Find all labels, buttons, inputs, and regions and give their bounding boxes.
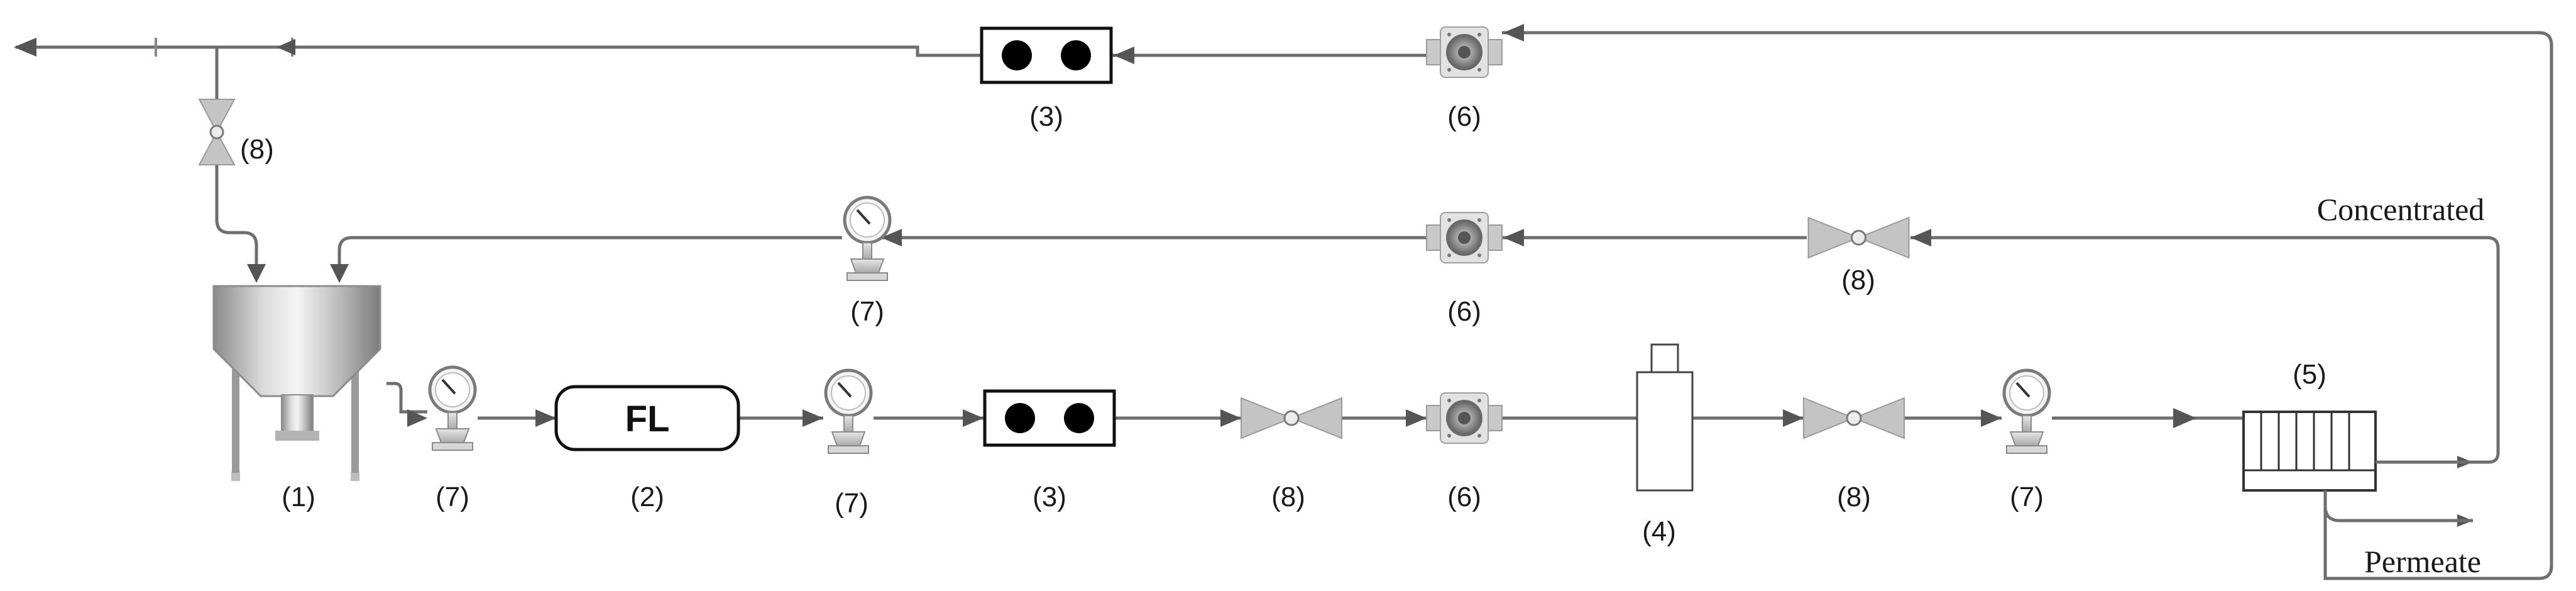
pressure-gauge-icon <box>826 370 871 453</box>
label-gauge-1: (7) <box>436 482 469 512</box>
arrow-b-5 <box>1220 409 1241 427</box>
label-column: (4) <box>1642 516 1676 547</box>
column-icon <box>1636 343 1694 492</box>
arrow-top-tick <box>277 39 295 55</box>
pump-icon <box>985 391 1114 445</box>
arrow-top-into-pump <box>1114 47 1134 64</box>
pipe-permeate-return <box>2323 31 2553 580</box>
label-pump-top: (3) <box>1029 101 1063 132</box>
pump-icon <box>982 28 1111 82</box>
label-gauge-2: (7) <box>835 488 869 519</box>
pipe-top-step <box>911 45 980 57</box>
filter-unit: FL <box>554 385 740 451</box>
label-permeate: Permeate <box>2364 544 2481 579</box>
label-flowmeter-mid: (6) <box>1447 296 1481 327</box>
pipe-concentrated-return <box>1910 236 2500 464</box>
label-membrane: (5) <box>2293 359 2327 390</box>
needle-valve-icon <box>1240 397 1343 439</box>
label-filter-unit: (2) <box>630 482 664 512</box>
arrow-b-4 <box>963 409 984 427</box>
label-valve-b1: (8) <box>1271 482 1305 512</box>
pressure-gauge-icon <box>430 367 475 450</box>
arrow-b-8 <box>1981 409 2002 427</box>
label-concentrated: Concentrated <box>2317 192 2485 227</box>
arrow-b-7 <box>1783 409 1804 427</box>
flowmeter-icon <box>1426 392 1503 444</box>
flowmeter-icon <box>1426 212 1503 263</box>
arrow-b-2 <box>535 409 556 427</box>
arrow-b-3 <box>803 409 823 427</box>
needle-valve-icon <box>198 99 236 165</box>
arrow-mid-down <box>330 264 349 283</box>
label-valve-mid: (8) <box>1841 265 1875 296</box>
pressure-gauge-icon <box>2004 370 2049 453</box>
arrow-branch-down <box>247 264 266 283</box>
label-valve-b2: (8) <box>1837 482 1871 512</box>
arrow-mid-into-gauge <box>881 229 902 246</box>
arrow-mid-into-valve <box>1910 229 1931 246</box>
label-flowmeter-bottom: (6) <box>1447 482 1481 512</box>
arrow-top-left-end <box>14 38 36 57</box>
label-flowmeter-top: (6) <box>1447 101 1481 132</box>
label-valve-vertical: (8) <box>240 134 274 165</box>
arrow-b-6 <box>1406 409 1427 427</box>
label-tank: (1) <box>282 482 315 512</box>
arrow-b-9 <box>2173 408 2196 428</box>
label-gauge-mid: (7) <box>850 296 884 327</box>
arrow-top-into-fm <box>1503 24 1524 41</box>
label-pump-bottom: (3) <box>1033 482 1066 512</box>
arrow-b-1 <box>407 409 427 427</box>
needle-valve-icon <box>1807 216 1910 259</box>
needle-valve-icon <box>1802 397 1905 439</box>
fl-label: FL <box>625 399 670 439</box>
pipe-branch-lower <box>215 165 258 264</box>
pipe-mid-to-tank <box>337 236 842 264</box>
flowmeter-icon <box>1426 26 1503 78</box>
arrow-mid-into-fm <box>1503 229 1524 246</box>
label-gauge-3: (7) <box>2010 482 2044 512</box>
feed-tank-icon <box>212 285 381 481</box>
pipe-tank-outlet <box>386 382 427 414</box>
membrane-module-icon <box>2242 411 2473 522</box>
